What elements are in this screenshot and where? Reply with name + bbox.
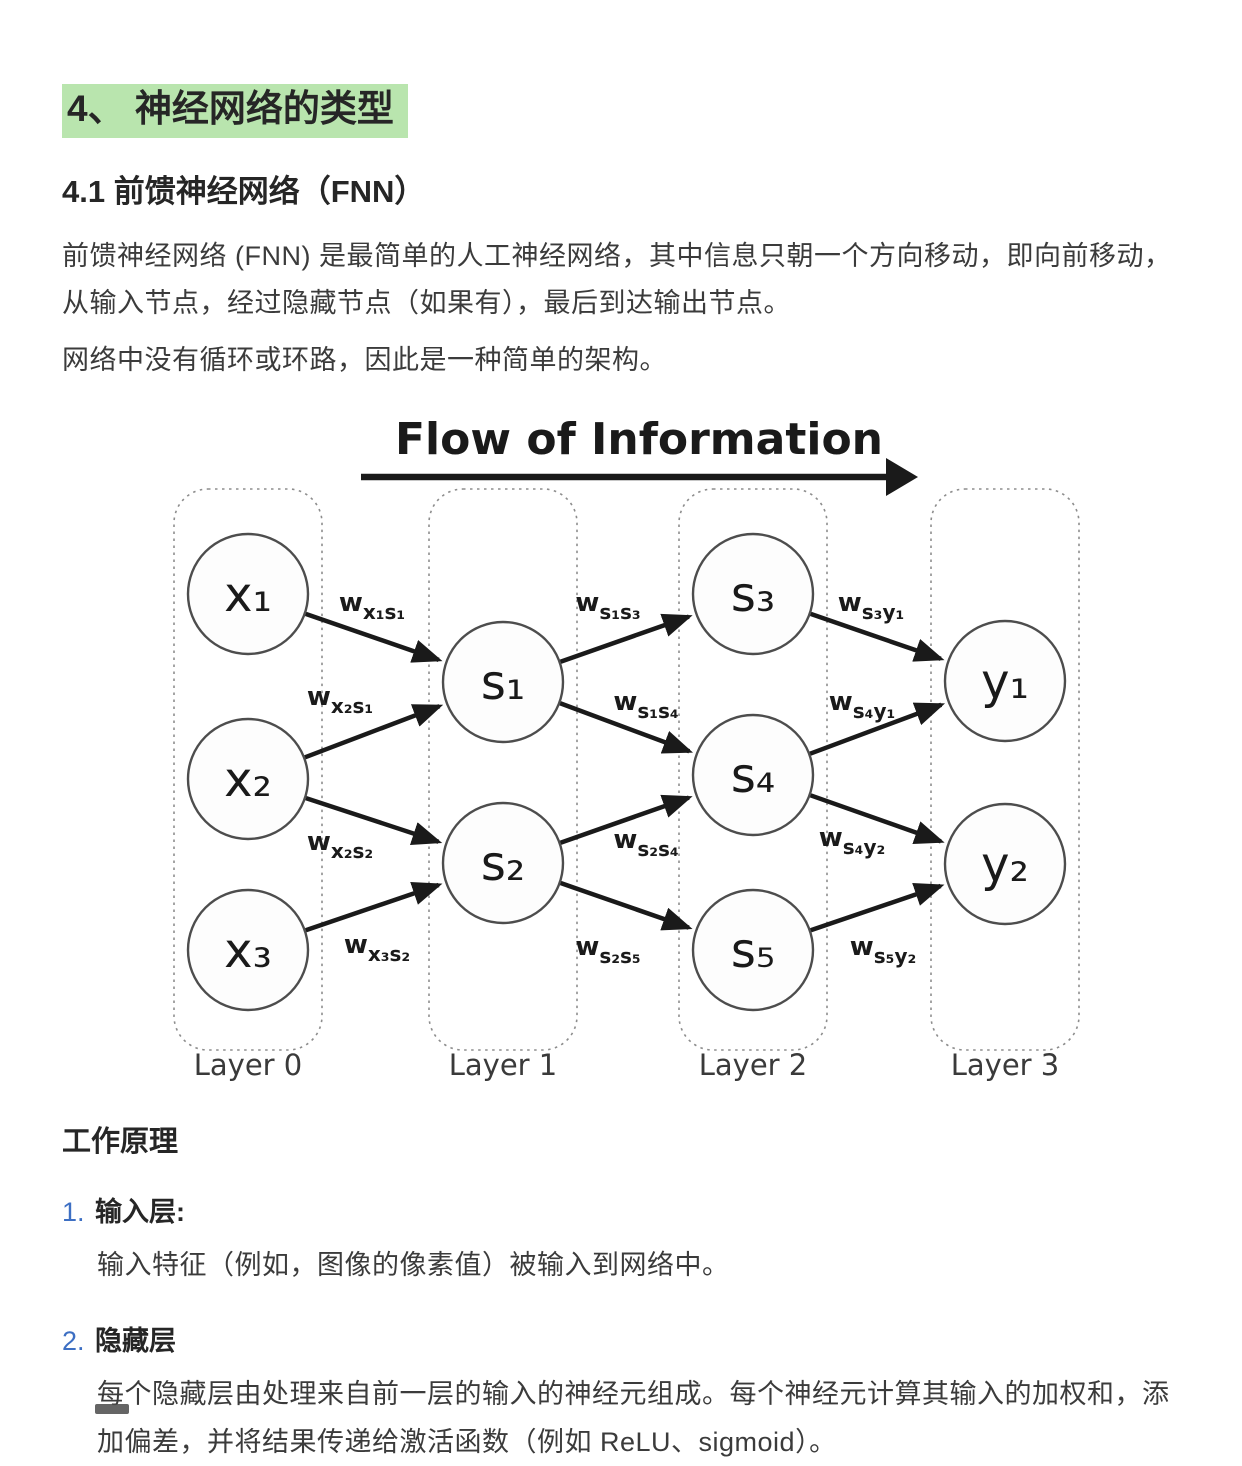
edge-weight-label-s1-s3: ws₁s₃ (575, 588, 640, 624)
node-label-s4: s₄ (731, 748, 775, 804)
list-item-title-input-layer: 输入层: (95, 1197, 185, 1228)
edge-s3-y1 (809, 612, 945, 663)
working-principle-heading: 工作原理 (62, 1126, 179, 1159)
list-item-body-hidden-layer: 每个隐藏层由处理来自前一层的输入的神经元组成。每个神经元计算其输入的加权和，添加… (97, 1379, 1170, 1458)
list-item-hidden-layer: 2. 隐藏层 每个隐藏层由处理来自前一层的输入的神经元组成。每个神经元计算其输入的… (62, 1319, 1180, 1466)
layer-label-0: Layer 0 (194, 1048, 303, 1082)
next-item-cutoff (95, 1404, 129, 1414)
edge-weight-label-s4-y1: ws₄y₁ (829, 687, 896, 723)
layer-label-3: Layer 3 (951, 1048, 1060, 1082)
edge-x3-s2 (305, 882, 443, 933)
edge-weight-label-x2-s2: wx₂s₂ (307, 827, 373, 863)
edge-s5-y2 (810, 883, 945, 933)
node-label-s3: s₃ (731, 567, 775, 623)
list-item-title-hidden-layer: 隐藏层 (95, 1326, 176, 1357)
edge-weight-label-s5-y2: ws₅y₂ (850, 932, 917, 968)
node-label-s2: s₂ (481, 836, 525, 892)
diagram-root: Layer 0 Layer 1 Layer 2 Layer 3 Flow of Info… (173, 414, 1080, 1082)
edge-s2-s4 (559, 795, 693, 846)
node-x3 (186, 889, 310, 1012)
edge-s4-y2 (809, 793, 945, 845)
layer-box-3 (930, 488, 1080, 1052)
node-label-s1: s₁ (481, 655, 525, 711)
node-s4 (691, 714, 815, 837)
node-s2 (441, 802, 565, 925)
paragraph-fnn-intro: 前馈神经网络 (FNN) 是最简单的人工神经网络，其中信息只朝一个方向移动，即向… (62, 241, 1172, 319)
node-s1 (441, 621, 565, 744)
layer-box-0 (173, 488, 323, 1052)
edge-s1-s3 (559, 614, 693, 665)
node-x1 (186, 533, 310, 656)
paragraph-no-loops: 网络中没有循环或环路，因此是一种简单的架构。 (62, 345, 667, 376)
edge-s1-s4 (559, 701, 694, 754)
edge-weight-label-x1-s1: wx₁s₁ (339, 588, 405, 624)
edge-weight-label-s2-s4: ws₂s₄ (613, 825, 678, 861)
edge-weight-label-x2-s1: wx₂s₁ (307, 682, 373, 718)
node-label-s5: s₅ (731, 923, 775, 979)
subsection-heading: 4.1 前馈神经网络（FNN） (62, 174, 426, 210)
layer-label-1: Layer 1 (449, 1048, 558, 1082)
node-s3 (691, 533, 815, 656)
list-item-body-input-layer: 输入特征（例如，图像的像素值）被输入到网络中。 (97, 1250, 730, 1281)
edge-x2-s2 (305, 796, 443, 846)
diagram-title: Flow of Information (395, 414, 883, 465)
layer-box-2 (678, 488, 828, 1052)
node-s5 (691, 889, 815, 1012)
edge-x2-s1 (304, 704, 444, 760)
edge-s2-s5 (559, 881, 693, 931)
edge-weight-label-s2-s5: ws₂s₅ (575, 932, 640, 968)
edge-weight-label-s3-y1: ws₃y₁ (838, 588, 905, 624)
flow-arrow-head (886, 458, 918, 497)
layer-box-1 (428, 488, 578, 1052)
edge-weight-label-x3-s2: wx₃s₂ (344, 930, 410, 966)
list-number-1: 1. (62, 1197, 85, 1228)
edge-weight-label-s1-s4: ws₁s₄ (613, 687, 678, 723)
node-label-y2: y₂ (981, 837, 1029, 893)
node-label-y1: y₁ (981, 654, 1029, 710)
node-label-x3: x₃ (224, 923, 272, 979)
section-heading-highlight: 4、 神经网络的类型 (62, 84, 408, 139)
list-number-2: 2. (62, 1326, 85, 1357)
list-item-input-layer: 1. 输入层: 输入特征（例如，图像的像素值）被输入到网络中。 (62, 1190, 1180, 1289)
layer-label-2: Layer 2 (699, 1048, 808, 1082)
edge-s4-y1 (809, 702, 946, 757)
node-label-x1: x₁ (224, 567, 272, 623)
node-x2 (186, 718, 310, 841)
edge-x1-s1 (304, 612, 443, 664)
section-heading: 4、 神经网络的类型 (62, 84, 1180, 139)
edge-weight-label-s4-y2: ws₄y₂ (819, 823, 886, 859)
node-y1 (943, 620, 1067, 743)
fnn-diagram: Layer 0 Layer 1 Layer 2 Layer 3 Flow of Info… (173, 414, 1080, 1082)
node-label-x2: x₂ (224, 752, 272, 808)
node-y2 (943, 803, 1067, 926)
